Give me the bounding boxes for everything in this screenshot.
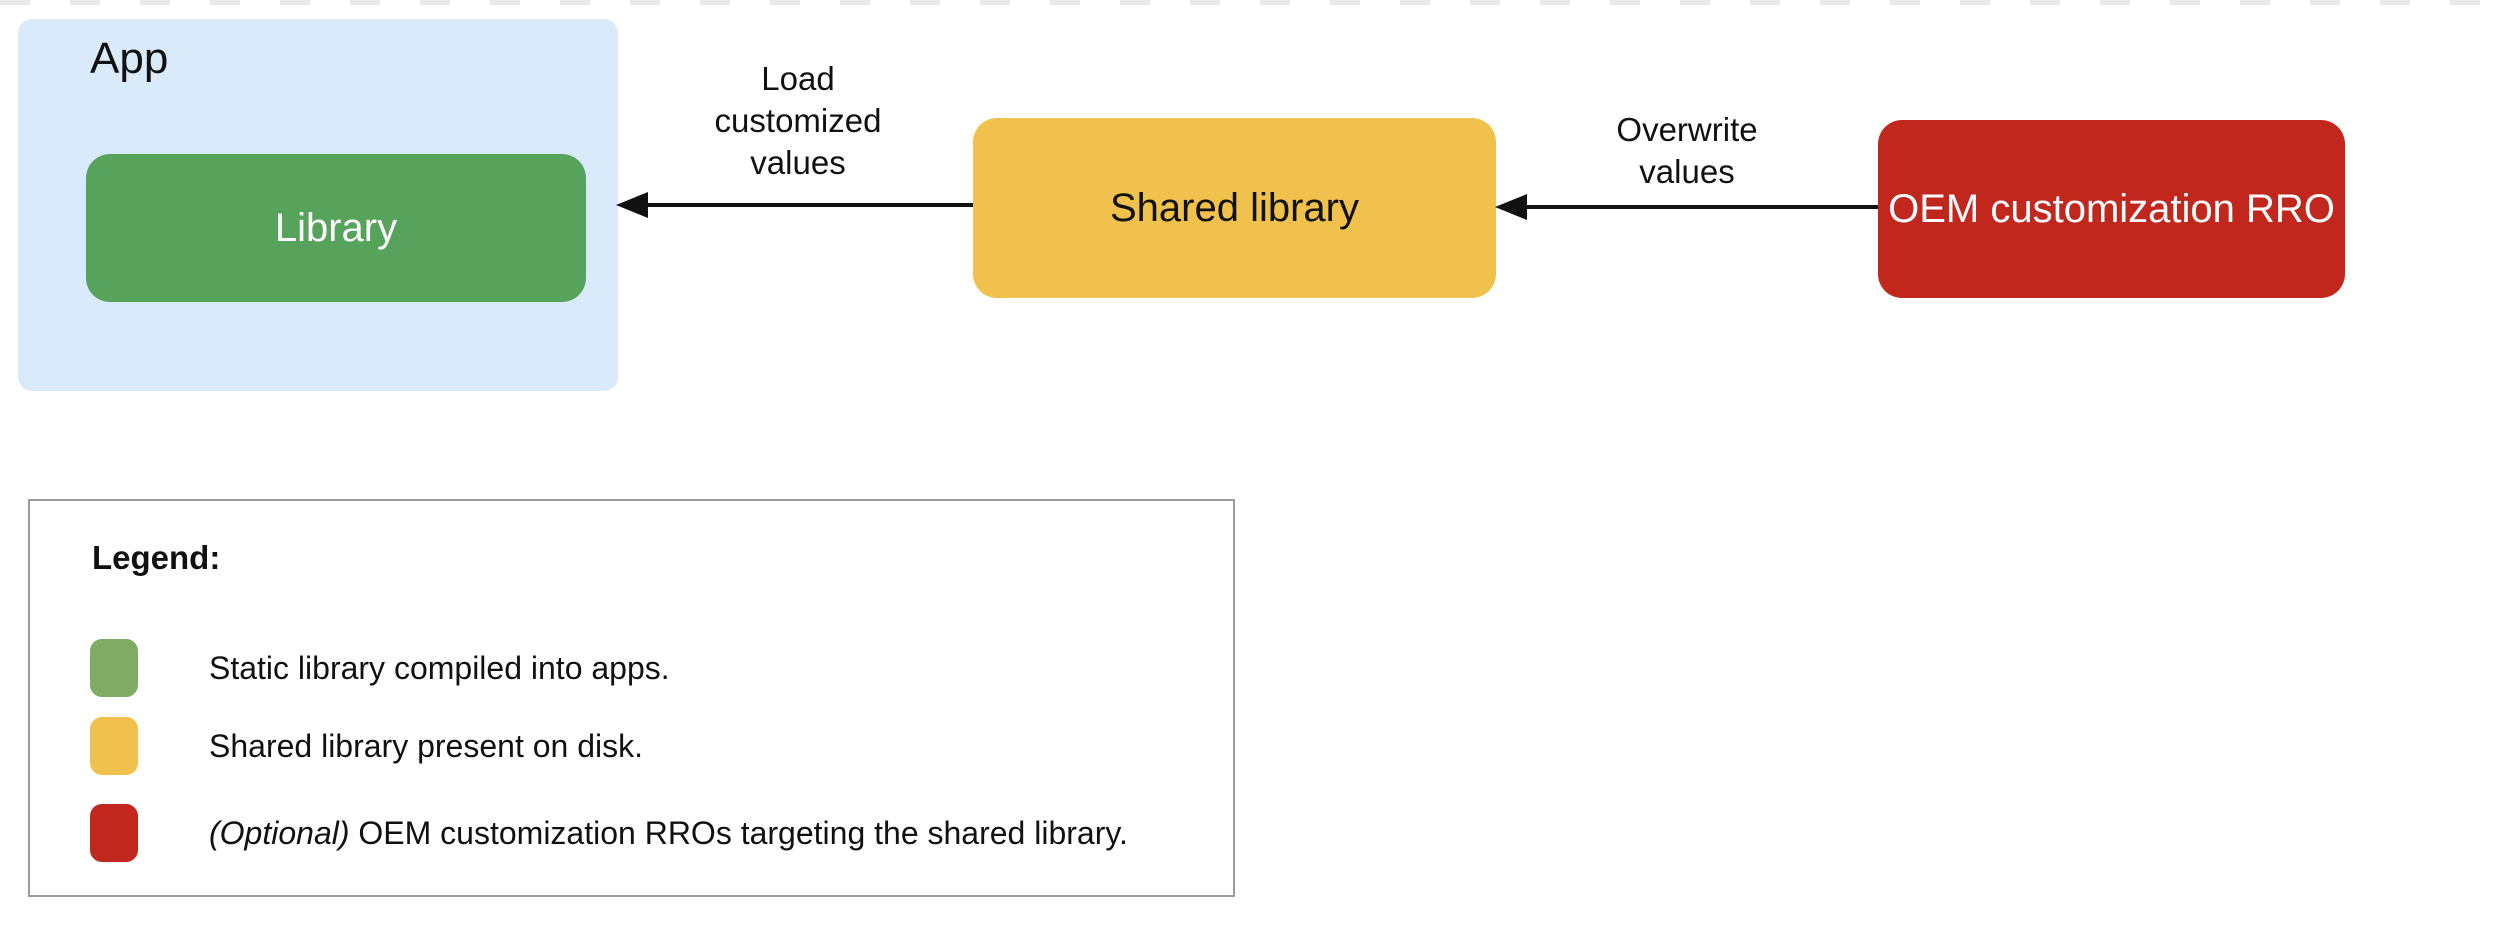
legend-item-static-library: Static library compiled into apps. <box>90 639 1203 697</box>
legend-item-shared-library: Shared library present on disk. <box>90 717 1203 775</box>
library-node-label: Library <box>274 205 398 250</box>
red-swatch-icon <box>90 804 138 862</box>
legend-title: Legend: <box>92 539 221 576</box>
shared-library-node: Shared library <box>973 118 1496 298</box>
overwrite-values-arrowhead-icon <box>1495 194 1527 220</box>
shared-library-node-label: Shared library <box>1109 185 1359 230</box>
overwrite-values-arrow-line <box>1526 205 1878 209</box>
app-group-box: App Library <box>18 19 618 391</box>
load-values-arrow-label: Load customized values <box>714 60 882 181</box>
oem-customization-rro-node: OEM customization RRO <box>1878 120 2345 298</box>
top-dashed-border <box>0 0 2502 5</box>
load-values-arrowhead-icon <box>616 192 648 218</box>
legend-item-optional-prefix: (Optional) <box>209 814 350 851</box>
oem-customization-rro-node-label: OEM customization RRO <box>1888 186 2335 231</box>
load-values-arrow-line <box>645 203 973 207</box>
overwrite-values-arrow-label: Overwrite values <box>1616 111 1758 190</box>
app-group-label: App <box>90 34 169 83</box>
yellow-swatch-icon <box>90 717 138 775</box>
legend-item-oem-rro: (Optional) OEM customization RROs target… <box>90 804 1203 862</box>
legend-box: Legend: Static library compiled into app… <box>28 499 1235 897</box>
green-swatch-icon <box>90 639 138 697</box>
library-node: Library <box>86 154 586 302</box>
legend-item-text: (Optional) OEM customization RROs target… <box>209 814 1128 851</box>
legend-item-text: Static library compiled into apps. <box>209 649 670 686</box>
legend-item-text: Shared library present on disk. <box>209 727 643 764</box>
